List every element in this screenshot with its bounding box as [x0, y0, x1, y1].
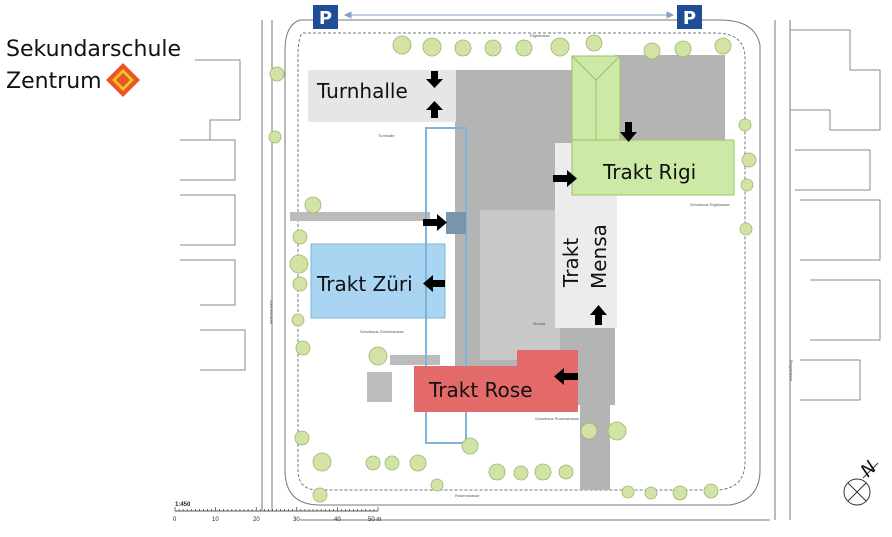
parking-distance-arrow: [343, 11, 675, 19]
parking-sign-right: P: [677, 5, 702, 29]
turnhalle-small-label: Turnhalle: [378, 133, 395, 138]
arrow-right-rigi: [553, 170, 577, 187]
trees: [268, 34, 757, 503]
parking-sign-left: P: [313, 5, 338, 29]
school-logo-icon: [106, 63, 140, 97]
arrow-left-zueri: [423, 275, 445, 292]
arrow-down-rigi: [620, 122, 637, 142]
rose-building: [414, 350, 578, 412]
corridor-shade: [446, 212, 466, 234]
scale-tick-20: 20: [253, 517, 260, 523]
rigi-label: Trakt Rigi: [602, 160, 696, 184]
zueri-label: Trakt Züri: [316, 272, 413, 296]
path-west: [290, 212, 430, 221]
small-shed: [367, 372, 392, 402]
school-title-line1: Sekundarschule: [6, 37, 182, 62]
street-lines: [261, 19, 791, 521]
entrance-arrows: [423, 71, 637, 385]
rigi-building: [571, 139, 735, 196]
arrow-up-mensa: [590, 305, 607, 325]
right-street-label: Bergstrasse: [789, 360, 794, 382]
north-arrow: N: [843, 457, 881, 506]
zueri-small-label: Schulhaus Zürichstrasse: [360, 329, 405, 334]
mensa-label-line1: Trakt: [559, 238, 583, 288]
scale-tick-40: 40: [334, 517, 341, 523]
scale-tick-10: 10: [212, 517, 219, 523]
mensa-label-line2: Mensa: [587, 224, 611, 289]
rigi-small-label: Schulhaus Rigistrasse: [690, 202, 730, 207]
school-title: Sekundarschule Zentrum: [6, 34, 181, 98]
center-grey-block: [480, 210, 560, 360]
path-southwest: [390, 355, 440, 365]
parking-right-label: P: [683, 8, 696, 29]
rigi-roof-ridge: [571, 55, 621, 140]
left-street-label: Zürichstrasse: [269, 300, 274, 325]
school-title-line2: Zentrum: [6, 69, 102, 94]
top-street-label: Rigistrasse: [530, 33, 551, 38]
arrow-right-west-path: [423, 214, 447, 231]
arrow-left-rose: [554, 368, 578, 385]
neighbour-buildings-right: [790, 29, 881, 401]
rose-label: Trakt Rose: [428, 378, 533, 402]
courtyard-area-east: [615, 55, 725, 140]
arrow-down-turnhalle: [426, 71, 443, 88]
neighbour-buildings-left: [180, 59, 246, 371]
scale-ratio: 1:450: [175, 502, 191, 508]
rose-small-label: Schulhaus Rosenstrasse: [535, 416, 580, 421]
center-small-label: Mensa: [533, 321, 546, 326]
scale-bar: 1:450 0 10 20 30 40 50 m: [173, 502, 381, 523]
turnhalle-label: Turnhalle: [316, 79, 408, 103]
scale-tick-0: 0: [173, 517, 177, 523]
path-south: [580, 325, 610, 490]
zueri-building: [310, 243, 446, 319]
scale-tick-50: 50 m: [368, 517, 381, 523]
arrow-up-turnhalle: [426, 101, 443, 118]
scale-tick-30: 30: [293, 517, 300, 523]
parking-left-label: P: [319, 8, 332, 29]
north-label: N: [857, 457, 881, 481]
bottom-street-label: Rosenstrasse: [455, 493, 480, 498]
